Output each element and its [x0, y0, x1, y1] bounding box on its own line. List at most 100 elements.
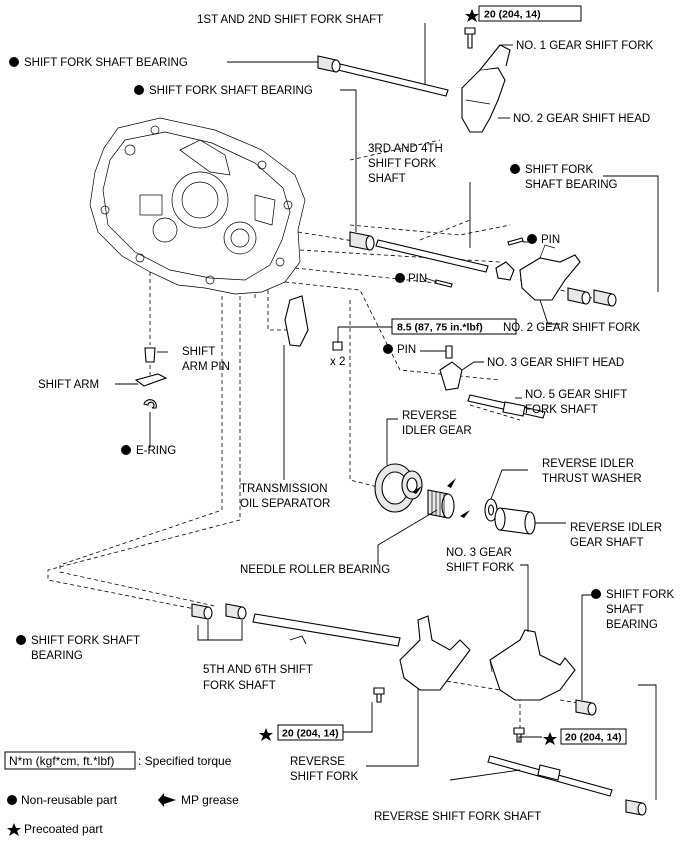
label-shaft-1st-2nd: 1ST AND 2ND SHIFT FORK SHAFT — [197, 14, 383, 26]
torque-box-top — [478, 5, 582, 22]
non-reusable-dot-icon — [591, 589, 601, 599]
label-shaft-5th-6th-line1: 5TH AND 6TH SHIFT — [203, 664, 313, 676]
label-gear-shift-fork-1: NO. 1 GEAR SHIFT FORK — [516, 40, 653, 52]
mp-grease-legend-arrow-icon — [158, 793, 176, 807]
bolt-reverse-fork — [373, 687, 385, 703]
reverse-shift-fork — [399, 615, 471, 691]
label-gear-shift-fork-shaft-5-line2: FORK SHAFT — [525, 404, 598, 416]
legend: N*m (kgf*cm, ft.*lbf) : Specified torque… — [4, 751, 239, 836]
torque-oil-separator: 8.5 (87, 75 in.*lbf) — [397, 322, 483, 334]
label-shaft-3rd-4th-line1: 3RD AND 4TH — [368, 143, 443, 155]
shaft-3rd-4th — [375, 239, 489, 273]
assembly-dashed-lines — [47, 139, 601, 740]
non-reusable-legend-dot-icon — [7, 795, 17, 805]
label-reverse-shift-fork-line1: REVERSE — [290, 756, 345, 768]
label-thrust-washer-line1: REVERSE IDLER — [542, 458, 634, 470]
shift-arm-pin-part — [144, 347, 156, 363]
gear-shift-fork-shaft-5 — [467, 394, 546, 419]
grease-arrow-icon — [460, 510, 470, 518]
legend-precoated: Precoated part — [24, 822, 103, 836]
pin-right-part — [507, 237, 524, 246]
label-idler-gear-shaft-line2: GEAR SHAFT — [570, 537, 643, 549]
bolt-oil-separator — [332, 341, 343, 351]
transmission-case — [89, 117, 306, 295]
shift-arm-part — [134, 373, 168, 387]
shaft-1st-2nd — [337, 63, 449, 97]
part-labels: 1ST AND 2ND SHIFT FORK SHAFT NO. 1 GEAR … — [24, 14, 674, 823]
label-gear-shift-fork-2: NO. 2 GEAR SHIFT FORK — [503, 322, 640, 334]
label-shift-arm-pin-line2: ARM PIN — [182, 361, 230, 373]
reverse-idler-gear — [374, 463, 423, 513]
non-reusable-dot-icon — [134, 85, 144, 95]
gear-shift-fork-1 — [461, 44, 511, 133]
label-bearing-bottom-right-line1: SHIFT FORK — [606, 589, 674, 601]
label-x2: x 2 — [330, 356, 345, 368]
label-gear-shift-fork-shaft-5-line1: NO. 5 GEAR SHIFT — [525, 389, 627, 401]
grease-arrow-icon — [412, 486, 422, 494]
precoated-legend-star-icon — [7, 823, 21, 836]
reverse-shift-fork-shaft — [487, 755, 613, 797]
pin-left-part — [434, 279, 453, 288]
label-bearing-bottom-left-line1: SHIFT FORK SHAFT — [31, 635, 140, 647]
torque-box-bottom-right — [560, 728, 627, 745]
legend-mp-grease: MP grease — [181, 793, 239, 807]
precoated-star-icon — [259, 728, 273, 741]
label-bearing-right-line1: SHIFT FORK — [525, 164, 593, 176]
needle-roller-bearing — [427, 489, 455, 519]
label-bearing-bottom-right-line3: BEARING — [606, 619, 658, 631]
bolt-top — [464, 27, 476, 49]
bearing-top-left — [317, 55, 341, 73]
e-ring-part — [143, 399, 157, 409]
label-bearing-mid: SHIFT FORK SHAFT BEARING — [149, 85, 313, 97]
label-oil-separator-line1: TRANSMISSION — [240, 483, 328, 495]
bearing-bottom-left-a — [191, 603, 213, 620]
label-thrust-washer-line2: THRUST WASHER — [542, 473, 642, 485]
label-pin-right: PIN — [541, 234, 560, 246]
pin-dot-icon — [383, 344, 393, 354]
label-bearing-bottom-left-line2: BEARING — [31, 650, 83, 662]
legend-torque-box — [4, 751, 136, 770]
label-reverse-idler-gear-line2: IDLER GEAR — [402, 425, 472, 437]
mp-grease-arrows — [412, 478, 470, 518]
bearing-bottom-right-b — [625, 799, 647, 816]
label-needle-roller-bearing: NEEDLE ROLLER BEARING — [240, 564, 390, 576]
label-shaft-3rd-4th-line3: SHAFT — [368, 173, 406, 185]
torque-top: 20 (204, 14) — [484, 9, 541, 21]
gear-shift-fork-2 — [519, 244, 581, 301]
grease-arrow-icon — [447, 478, 456, 488]
pin-dot-icon — [395, 273, 405, 283]
label-shaft-5th-6th-line2: FORK SHAFT — [203, 680, 276, 692]
non-reusable-dot-icon — [510, 164, 520, 174]
torque-box-bottom-left — [277, 724, 344, 741]
gear-shift-head-2 — [495, 261, 515, 281]
label-shift-arm: SHIFT ARM — [38, 379, 99, 391]
label-reverse-shift-fork-shaft: REVERSE SHIFT FORK SHAFT — [374, 811, 541, 823]
bearing-bottom-right-a — [575, 699, 597, 716]
bolt-fork-3 — [513, 727, 525, 743]
label-bearing-right-line2: SHAFT BEARING — [525, 179, 617, 191]
gear-shift-fork-3 — [489, 629, 576, 701]
label-reverse-idler-gear-line1: REVERSE — [402, 410, 457, 422]
label-shaft-3rd-4th-line2: SHIFT FORK — [368, 158, 436, 170]
legend-torque-units: N*m (kgf*cm, ft.*lbf) — [9, 754, 114, 768]
label-pin-3: PIN — [397, 344, 416, 356]
label-gear-shift-head-2: NO. 2 GEAR SHIFT HEAD — [513, 113, 650, 125]
torque-boxes: 20 (204, 14) 8.5 (87, 75 in.*lbf) 20 (20… — [277, 5, 627, 745]
precoated-star-icon — [465, 9, 479, 22]
label-pin-left: PIN — [408, 273, 427, 285]
label-reverse-shift-fork-line2: SHIFT FORK — [290, 771, 358, 783]
oil-separator — [284, 295, 309, 347]
bearing-right-b — [593, 289, 617, 307]
label-bearing-top-left: SHIFT FORK SHAFT BEARING — [24, 57, 188, 69]
non-reusable-dot-icon — [121, 445, 131, 455]
bearing-mid — [349, 231, 375, 251]
symbols — [7, 9, 601, 836]
torque-bottom-right: 20 (204, 14) — [565, 732, 622, 744]
non-reusable-dot-icon — [16, 635, 26, 645]
legend-non-reusable: Non-reusable part — [21, 793, 118, 807]
label-bearing-bottom-right-line2: SHAFT — [606, 604, 644, 616]
gear-shift-head-3 — [439, 361, 463, 391]
label-idler-gear-shaft-line1: REVERSE IDLER — [570, 522, 662, 534]
torque-box-oil-separator — [391, 318, 517, 335]
